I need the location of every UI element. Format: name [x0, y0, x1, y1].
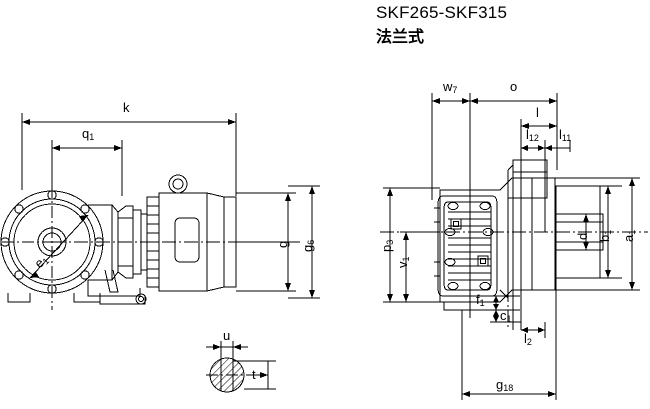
- dimension-label-a1: a1: [621, 229, 637, 242]
- dimension-label-t: t: [252, 367, 256, 382]
- dimension-label-l2: l2: [524, 331, 532, 347]
- dimension-label-c1: c1: [500, 308, 512, 324]
- dimension-label-v1: v1: [395, 256, 411, 268]
- dimension-label-b1: b1: [597, 229, 613, 242]
- dimension-label-u: u: [223, 328, 231, 343]
- page-subtitle: 法兰式: [376, 27, 425, 46]
- dimension-label-d: d: [575, 232, 590, 240]
- dimension-label-p3: p3: [379, 239, 395, 252]
- dimension-label-k: k: [123, 100, 130, 115]
- dimension-label-o: o: [510, 79, 518, 94]
- dimension-label-q1: q1: [82, 126, 95, 142]
- dimension-label-l: l: [536, 105, 539, 120]
- dimension-label-f1: f1: [476, 292, 485, 308]
- dimension-label-g18: g18: [496, 377, 514, 393]
- dimension-label-l12: l12: [526, 127, 539, 143]
- dimension-label-l11: l11: [559, 127, 572, 143]
- title-block: SKF265-SKF315 法兰式: [376, 2, 636, 48]
- dimension-label-w7: w7: [443, 79, 458, 95]
- page-title: SKF265-SKF315: [376, 3, 508, 22]
